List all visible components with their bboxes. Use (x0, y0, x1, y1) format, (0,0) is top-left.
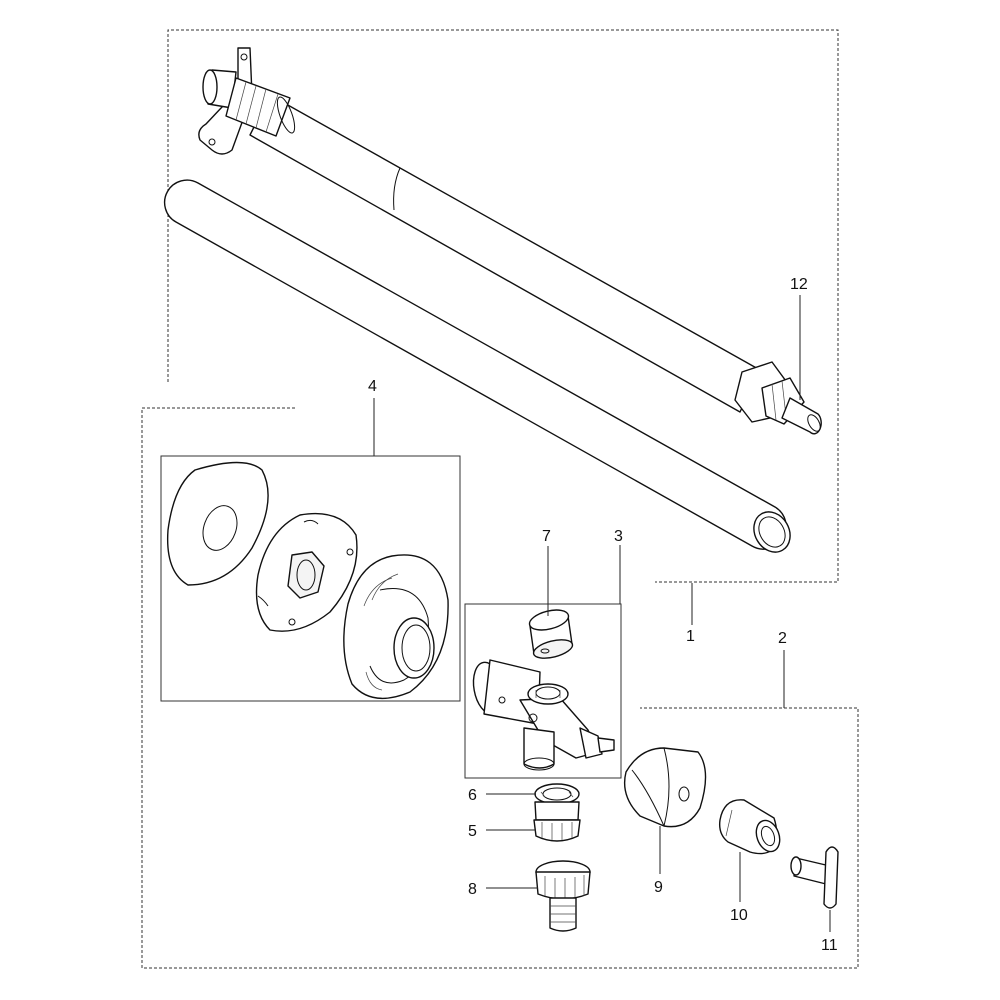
rosette-disc (166, 461, 269, 586)
callout-labels: 12 4 7 3 1 2 6 5 8 9 10 11 (368, 276, 838, 954)
t-key-11 (790, 846, 839, 909)
callout-9: 9 (654, 879, 663, 896)
callout-4: 4 (368, 378, 377, 395)
callout-2: 2 (778, 630, 787, 647)
mounting-plate (255, 512, 358, 632)
callout-1: 1 (686, 628, 695, 645)
callout-11: 11 (821, 937, 838, 954)
kit-4-frame (160, 455, 461, 702)
leader-lines (373, 295, 831, 932)
kit-3-frame (464, 603, 622, 779)
spindle-12 (781, 397, 822, 435)
callout-12: 12 (790, 276, 808, 293)
callout-5: 5 (468, 823, 477, 840)
assembly-2-frame (141, 407, 859, 969)
outlet-valve-3 (472, 659, 615, 771)
lock-box-9 (623, 747, 707, 828)
adapter-5 (533, 801, 581, 842)
callout-7: 7 (542, 528, 551, 545)
callout-3: 3 (614, 528, 623, 545)
hose-connector-8 (535, 860, 591, 932)
frost-proof-valve-body (198, 47, 805, 425)
callout-10: 10 (730, 907, 748, 924)
wall-cover-cap (343, 554, 449, 700)
cap-7 (528, 609, 574, 659)
sleeve-nut-10 (718, 799, 781, 855)
sleeve-pipe (163, 179, 791, 553)
callout-8: 8 (468, 881, 477, 898)
callout-6: 6 (468, 787, 477, 804)
aerator-insert-6 (534, 783, 580, 805)
assembly-1-frame (167, 29, 839, 583)
